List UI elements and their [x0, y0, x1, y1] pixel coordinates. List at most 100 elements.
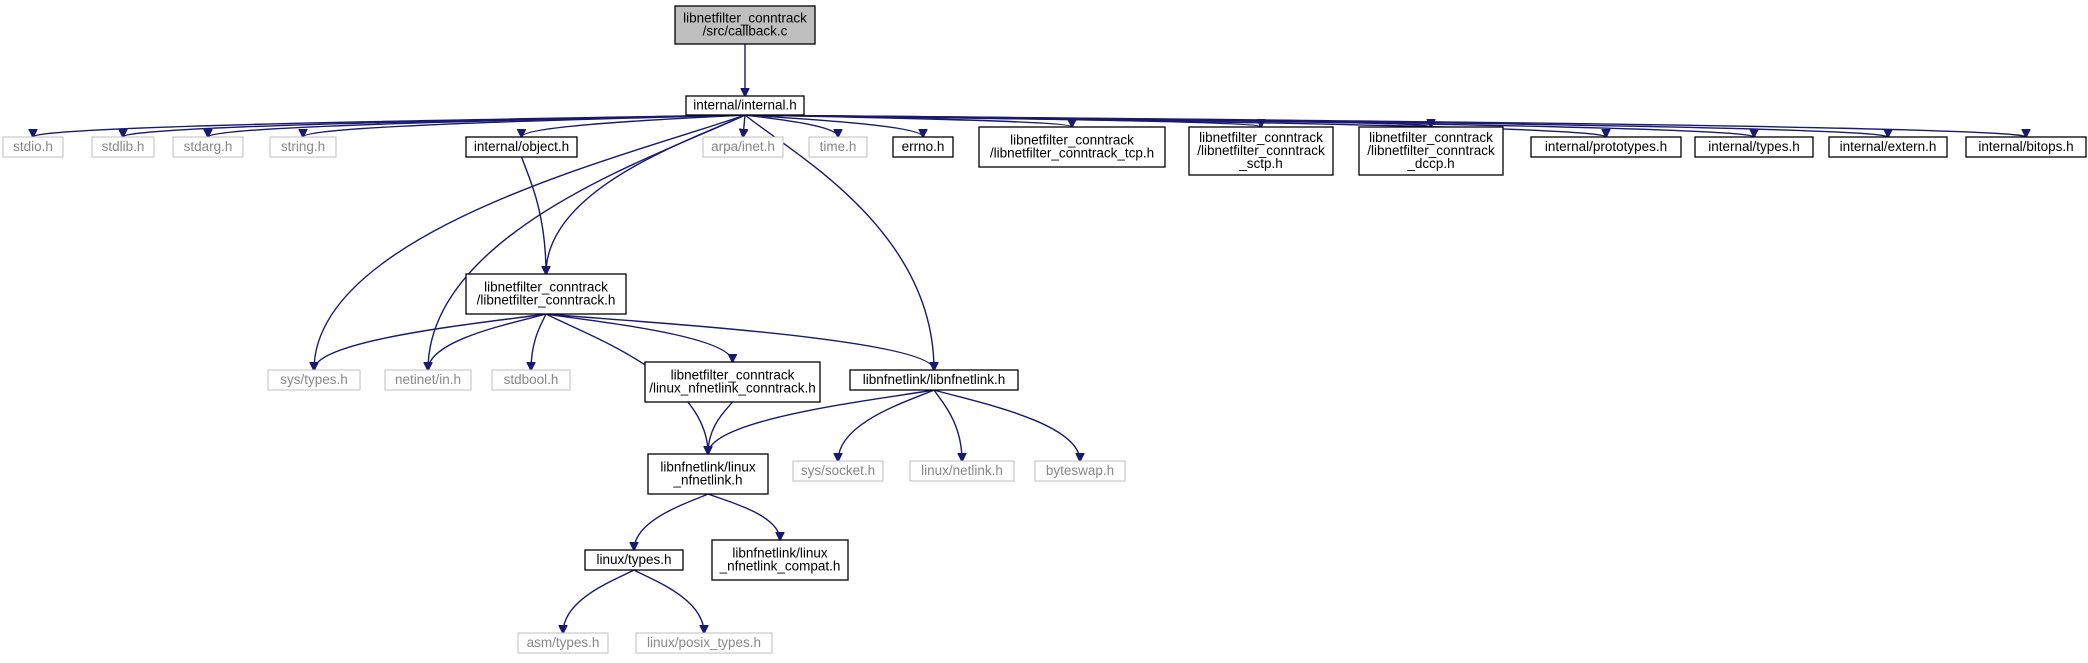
node-tcp[interactable]: libnetfilter_conntrack/libnetfilter_conn…: [978, 126, 1166, 168]
edge-lnc-to-systypes: [314, 313, 547, 370]
node-box: [1828, 136, 1948, 158]
node-itypes[interactable]: internal/types.h: [1694, 136, 1814, 158]
node-box: [1965, 136, 2087, 158]
node-box: [2, 136, 64, 158]
node-label: internal/bitops.h: [1978, 139, 2073, 154]
node-box: [685, 95, 805, 116]
node-dccp[interactable]: libnetfilter_conntrack/libnetfilter_conn…: [1358, 126, 1504, 176]
edge-internal-to-lnc: [546, 114, 746, 274]
node-label: /linux_nfnetlink_conntrack.h: [649, 381, 816, 396]
node-label: linux/netlink.h: [921, 463, 1003, 478]
node-time: time.h: [808, 136, 868, 158]
node-object[interactable]: internal/object.h: [465, 136, 578, 158]
node-box: [644, 361, 821, 403]
node-stdarg: stdarg.h: [172, 136, 244, 158]
node-label: _nfnetlink_compat.h: [719, 559, 841, 574]
node-systypes: sys/types.h: [267, 369, 361, 391]
edge-libnfnetlink-to-byteswap: [933, 389, 1080, 461]
node-box: [1034, 460, 1126, 482]
node-compat[interactable]: libnfnetlink/linux_nfnetlink_compat.h: [711, 539, 849, 581]
node-label: libnetfilter_conntrack: [1010, 133, 1134, 148]
node-label: linux/posix_types.h: [647, 635, 761, 650]
node-label: errno.h: [902, 139, 945, 154]
node-box: [384, 369, 472, 391]
edge-linuxnfnetlink-to-compat: [707, 493, 780, 540]
node-linuxnetlink: linux/netlink.h: [909, 460, 1015, 482]
node-linuxtypes[interactable]: linux/types.h: [584, 549, 684, 571]
node-box: [909, 460, 1015, 482]
node-box: [172, 136, 244, 158]
node-label: libnetfilter_conntrack: [683, 11, 807, 26]
edges-layer: [33, 44, 2026, 633]
node-byteswap: byteswap.h: [1034, 460, 1126, 482]
node-label: byteswap.h: [1046, 463, 1114, 478]
edge-linuxtypes-to-posixtypes: [633, 569, 704, 633]
node-box: [978, 126, 1166, 168]
node-box: [849, 369, 1019, 391]
node-internal[interactable]: internal/internal.h: [685, 95, 805, 116]
node-box: [465, 273, 627, 315]
node-label: internal/extern.h: [1840, 139, 1937, 154]
node-extern[interactable]: internal/extern.h: [1828, 136, 1948, 158]
node-label: arpa/inet.h: [711, 139, 775, 154]
node-bitops[interactable]: internal/bitops.h: [1965, 136, 2087, 158]
node-linuxnfnetlink[interactable]: libnfnetlink/linux_nfnetlink.h: [647, 453, 769, 495]
node-label: sys/types.h: [280, 372, 348, 387]
edge-internal-to-stdarg: [208, 114, 746, 137]
node-label: libnfnetlink/libnfnetlink.h: [863, 372, 1006, 387]
node-label: linux/types.h: [596, 552, 671, 567]
node-label: stdio.h: [13, 139, 53, 154]
node-label: netinet/in.h: [395, 372, 461, 387]
node-box: [465, 136, 578, 158]
node-stdbool: stdbool.h: [491, 369, 571, 391]
node-label: sys/socket.h: [801, 463, 875, 478]
node-sctp[interactable]: libnetfilter_conntrack/libnetfilter_conn…: [1188, 126, 1334, 176]
node-lnc[interactable]: libnetfilter_conntrack/libnetfilter_conn…: [465, 273, 627, 315]
node-box: [91, 136, 155, 158]
edge-internal-to-errno: [744, 114, 923, 137]
node-box: [674, 5, 816, 45]
edge-lnc-to-stdbool: [531, 313, 547, 370]
node-lnfnc[interactable]: libnetfilter_conntrack/linux_nfnetlink_c…: [644, 361, 821, 403]
node-box: [517, 632, 609, 654]
node-arpainet: arpa/inet.h: [702, 136, 784, 158]
node-box: [647, 453, 769, 495]
node-box: [269, 136, 337, 158]
node-label: /libnetfilter_conntrack: [1367, 143, 1495, 158]
node-asmtypes: asm/types.h: [517, 632, 609, 654]
edge-internal-to-object: [522, 114, 746, 137]
node-errno[interactable]: errno.h: [892, 136, 954, 158]
node-box: [711, 539, 849, 581]
node-libnfnetlink[interactable]: libnfnetlink/libnfnetlink.h: [849, 369, 1019, 391]
node-label: _sctp.h: [1238, 156, 1283, 171]
node-prototypes[interactable]: internal/prototypes.h: [1530, 136, 1682, 158]
node-label: internal/object.h: [474, 139, 569, 154]
node-root[interactable]: libnetfilter_conntrack/src/callback.c: [674, 5, 816, 45]
node-label: libnetfilter_conntrack: [484, 280, 608, 295]
node-label: stdlib.h: [102, 139, 145, 154]
node-box: [1694, 136, 1814, 158]
edge-lnc-to-libnfnetlink: [545, 313, 934, 370]
node-label: libnfnetlink/linux: [660, 460, 756, 475]
node-label: internal/internal.h: [693, 98, 797, 113]
node-box: [808, 136, 868, 158]
node-box: [584, 549, 684, 571]
edge-libnfnetlink-to-linuxnetlink: [933, 389, 962, 461]
edge-internal-to-systypes: [314, 114, 746, 370]
node-label: /libnetfilter_conntrack: [1197, 143, 1325, 158]
node-label: asm/types.h: [527, 635, 600, 650]
edge-internal-to-arpainet: [743, 114, 745, 137]
node-box: [1358, 126, 1504, 176]
edge-internal-to-libnfnetlink: [744, 114, 934, 370]
node-label: internal/prototypes.h: [1545, 139, 1667, 154]
node-box: [491, 369, 571, 391]
node-string: string.h: [269, 136, 337, 158]
node-label: time.h: [820, 139, 857, 154]
node-label: _nfnetlink.h: [672, 473, 742, 488]
node-label: stdbool.h: [504, 372, 559, 387]
nodes-layer: libnetfilter_conntrack/src/callback.cint…: [2, 5, 2087, 654]
node-label: /src/callback.c: [703, 24, 788, 39]
node-box: [792, 460, 884, 482]
edge-internal-to-string: [303, 114, 746, 137]
